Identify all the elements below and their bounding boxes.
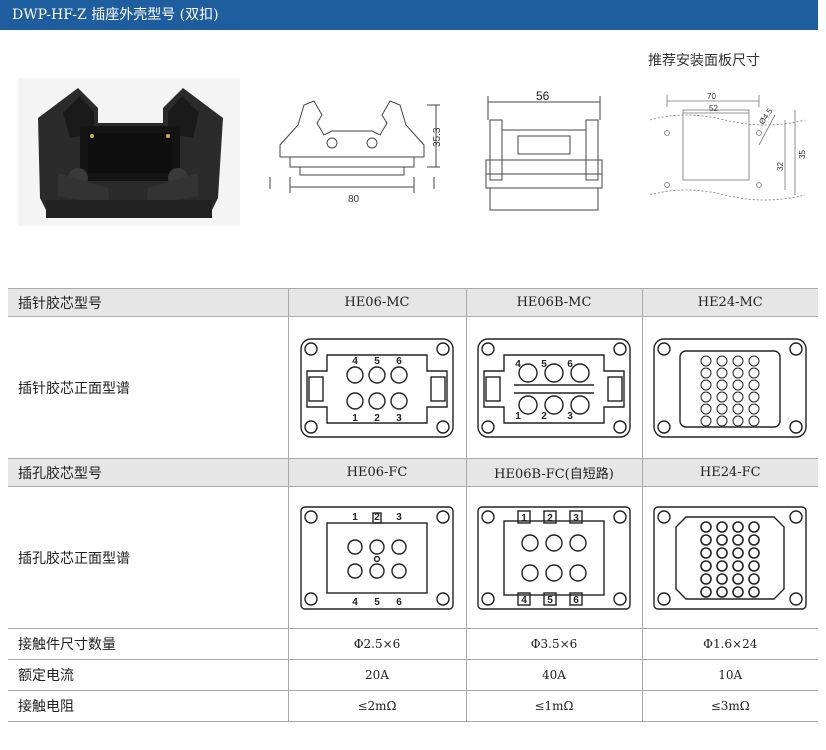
pin-number: 2	[374, 512, 380, 523]
table-cell: HE06-MC	[287, 288, 466, 317]
pin-number: 4	[515, 359, 521, 370]
pin-number: 6	[573, 595, 579, 606]
row-label: 插孔胶芯正面型谱	[8, 486, 288, 629]
table-cell: HE06B-MC	[465, 288, 642, 317]
table-cell: 40A	[465, 659, 642, 691]
row-label: 额定电流	[8, 659, 288, 691]
table-row: 插孔胶芯正面型谱 1 2 3 4 5	[8, 486, 818, 629]
panel-cutout-drawing: 70 52 Ø4.5 32 35	[649, 92, 807, 201]
pin-number: 1	[515, 411, 521, 422]
table-cell: HE06B-FC(自短路)	[465, 458, 642, 487]
pin-number: 1	[352, 512, 358, 523]
pin-number: 5	[374, 597, 380, 608]
table-cell: ≤1mΩ	[465, 690, 642, 722]
page-title: DWP-HF-Z 插座外壳型号 (双扣)	[0, 0, 818, 30]
table-row: 接触件尺寸数量 Φ2.5×6 Φ3.5×6 Φ1.6×24	[8, 628, 818, 660]
row-label: 接触电阻	[8, 690, 288, 722]
table-cell: Φ3.5×6	[465, 628, 642, 660]
table-cell: ≤3mΩ	[641, 690, 818, 722]
pin-number: 4	[521, 595, 527, 606]
insert-face-he24-fc	[641, 486, 818, 629]
dim-side-width: 80	[348, 194, 360, 205]
table-cell: ≤2mΩ	[287, 690, 466, 722]
pin-number: 2	[547, 513, 553, 524]
front-view-drawing: 56	[485, 89, 603, 211]
row-label: 插针胶芯正面型谱	[8, 316, 288, 459]
row-label: 接触件尺寸数量	[8, 628, 288, 660]
pin-number: 3	[573, 513, 579, 524]
side-view-drawing: 80 35.3	[269, 100, 443, 205]
pin-number: 5	[547, 595, 553, 606]
pin-number: 3	[567, 411, 573, 422]
panel-caption: 推荐安装面板尺寸	[648, 53, 760, 69]
dim-panel-70: 70	[707, 92, 716, 101]
table-cell: HE06-FC	[287, 458, 466, 487]
table-cell: 10A	[641, 659, 818, 691]
table-row: 插针胶芯正面型谱 4 5 6 1 2 3	[8, 316, 818, 459]
table-cell: HE24-FC	[641, 458, 818, 487]
dim-side-height: 35.3	[432, 127, 443, 147]
dim-panel-35: 35	[798, 150, 807, 159]
table-cell: Φ2.5×6	[287, 628, 466, 660]
row-label: 插针胶芯型号	[8, 288, 288, 317]
pin-number: 6	[396, 356, 402, 367]
pin-number: 4	[352, 597, 358, 608]
table-row: 插针胶芯型号 HE06-MC HE06B-MC HE24-MC	[8, 288, 818, 317]
pin-number: 1	[352, 413, 358, 424]
pin-number: 5	[374, 356, 380, 367]
dim-panel-hole: Ø4.5	[757, 106, 775, 126]
pin-number: 1	[521, 513, 527, 524]
dim-panel-52: 52	[709, 104, 718, 113]
insert-face-he06-mc: 4 5 6 1 2 3	[287, 316, 466, 459]
table-cell: 20A	[287, 659, 466, 691]
spec-table: 插针胶芯型号 HE06-MC HE06B-MC HE24-MC 插针胶芯正面型谱…	[8, 288, 818, 722]
table-row: 额定电流 20A 40A 10A	[8, 659, 818, 691]
pin-number: 2	[374, 413, 380, 424]
pin-number: 2	[541, 411, 547, 422]
dim-panel-32: 32	[776, 162, 785, 171]
table-cell: Φ1.6×24	[641, 628, 818, 660]
pin-number: 4	[352, 356, 358, 367]
insert-face-he24-mc	[641, 316, 818, 459]
insert-face-he06-fc: 1 2 3 4 5 6	[287, 486, 466, 629]
housing-photo	[18, 78, 240, 226]
row-label: 插孔胶芯型号	[8, 458, 288, 487]
insert-face-he06b-mc: 4 5 6 1 2 3	[465, 316, 642, 459]
pin-number: 3	[396, 512, 402, 523]
table-row: 插孔胶芯型号 HE06-FC HE06B-FC(自短路) HE24-FC	[8, 458, 818, 487]
pin-number: 6	[567, 359, 573, 370]
pin-number: 5	[541, 359, 547, 370]
dim-front-width: 56	[536, 89, 550, 103]
table-cell: HE24-MC	[641, 288, 818, 317]
pin-number: 6	[396, 597, 402, 608]
insert-face-he06b-fc: 1 2 3 4 5 6	[465, 486, 642, 629]
table-row: 接触电阻 ≤2mΩ ≤1mΩ ≤3mΩ	[8, 690, 818, 722]
pin-number: 3	[396, 413, 402, 424]
